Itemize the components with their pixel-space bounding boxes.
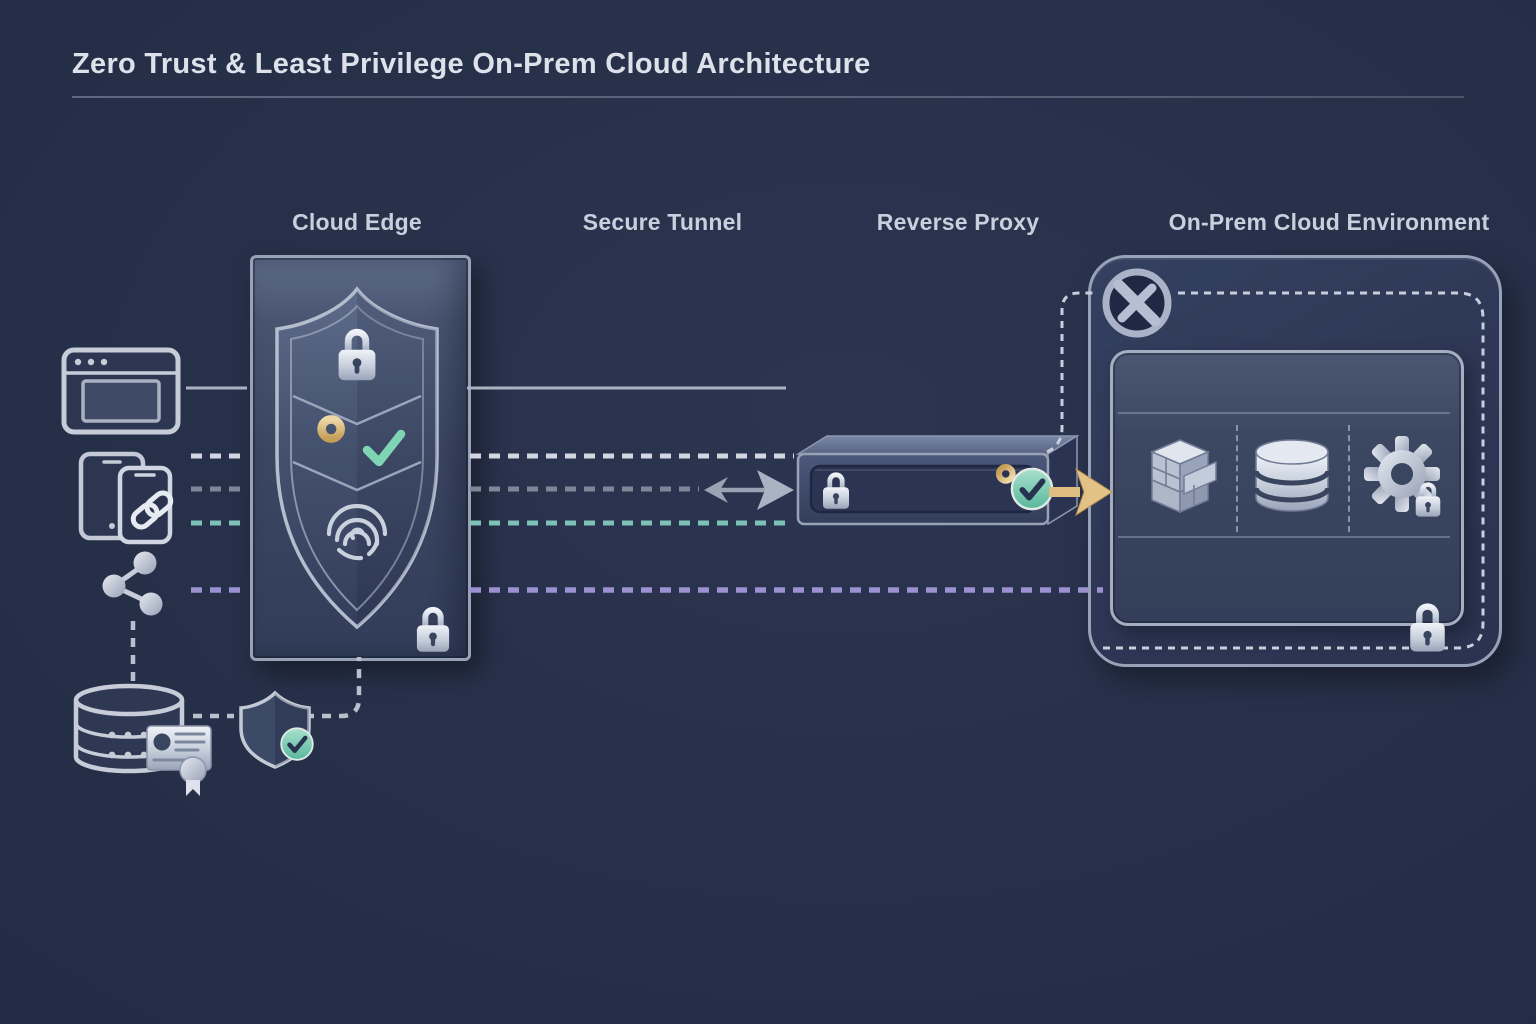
workloads-divider-2 [1348,425,1350,532]
tunnel-arrowhead-large [757,470,794,510]
padlock-icon [1405,597,1450,655]
workloads-separator-top [1118,412,1450,414]
gear-lock-icon [1364,436,1450,522]
label-on-prem: On-Prem Cloud Environment [1168,209,1490,235]
browser-window-icon [61,347,181,435]
certificate-icon [146,725,212,796]
check-icon [362,429,406,467]
proxy-to-onprem-dashed [1046,291,1098,454]
fingerprint-icon [326,503,388,561]
gold-arrow-icon [1049,467,1113,517]
tunnel-arrowhead-small [704,477,728,503]
mobile-devices-link-icon [78,451,174,545]
padlock-icon [412,600,454,656]
title-divider [72,96,1464,98]
label-cloud-edge: Cloud Edge [292,209,422,235]
no-access-icon [1102,268,1172,338]
label-reverse-proxy: Reverse Proxy [876,209,1040,235]
shield-check-icon [239,690,319,769]
share-network-icon [102,551,163,616]
bricks-icon [1150,439,1217,514]
check-circle-icon [281,728,313,760]
label-secure-tunnel: Secure Tunnel [582,209,743,235]
page-title: Zero Trust & Least Privilege On-Prem Clo… [72,48,871,80]
workloads-separator-bottom [1118,536,1450,538]
chevron-divider [292,394,422,426]
onprem-trust-boundary-dashed [1103,291,1485,650]
shield-to-edge-dashed [305,657,362,719]
reverse-proxy-appliance [795,434,1080,526]
link-icon [130,490,174,530]
workloads-divider-1 [1236,425,1238,532]
database-cylinder-icon [1253,439,1331,512]
chevron-divider [292,460,422,492]
shield-icon [275,286,439,630]
